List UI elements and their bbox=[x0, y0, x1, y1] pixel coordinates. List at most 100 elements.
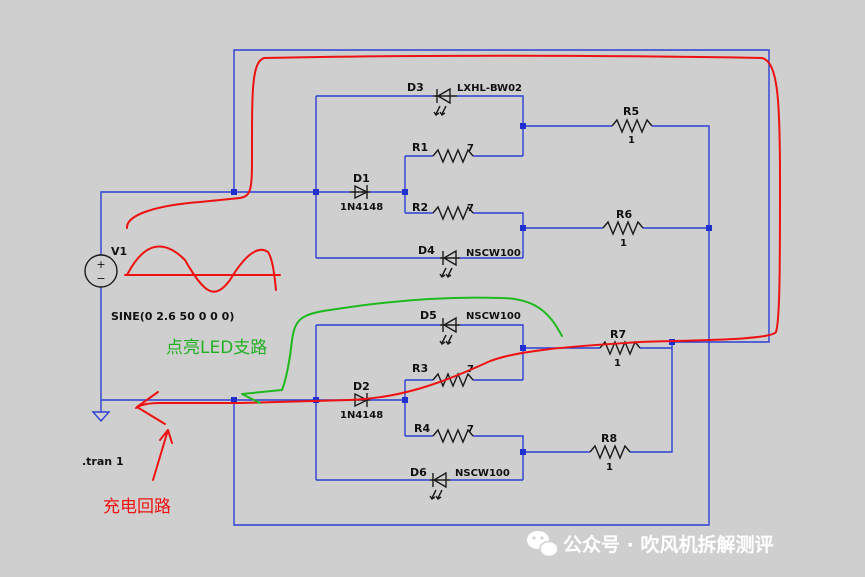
led-emission-icon bbox=[429, 489, 443, 500]
tran-directive: .tran 1 bbox=[82, 455, 124, 468]
led-branch-path bbox=[241, 296, 563, 404]
junction bbox=[231, 189, 237, 195]
led-emission-icon bbox=[433, 105, 447, 116]
led-d6[interactable]: D6 NSCW100 bbox=[410, 466, 510, 500]
source-minus: − bbox=[96, 272, 105, 285]
wire-r2-branch bbox=[405, 212, 524, 258]
resistor-r7[interactable]: R7 1 bbox=[599, 328, 641, 369]
watermark: 公众号 · 吹风机拆解测评 bbox=[527, 531, 773, 558]
resistor-zigzag bbox=[432, 372, 474, 388]
resistor-value: 7 bbox=[467, 143, 474, 154]
watermark-text: 公众号 · 吹风机拆解测评 bbox=[563, 533, 773, 556]
wire-d3-branch bbox=[316, 95, 524, 156]
led-name: D6 bbox=[410, 466, 427, 479]
charge-pointer-arrow bbox=[152, 429, 173, 481]
wire-source-top bbox=[100, 191, 316, 255]
source-circle bbox=[84, 254, 118, 288]
wire-top-frame bbox=[233, 49, 770, 343]
resistor-name: R5 bbox=[623, 105, 639, 118]
resistor-name: R2 bbox=[412, 201, 428, 214]
junction bbox=[706, 225, 712, 231]
charge-loop-label: 充电回路 bbox=[103, 497, 171, 517]
diode-d2[interactable]: D2 1N4148 bbox=[340, 380, 383, 421]
led-d3[interactable]: D3 LXHL-BW02 bbox=[407, 81, 522, 116]
led-symbol bbox=[440, 316, 460, 334]
junction bbox=[402, 189, 408, 195]
resistor-name: R4 bbox=[414, 422, 430, 435]
resistor-value: 7 bbox=[467, 203, 474, 214]
resistor-name: R1 bbox=[412, 141, 428, 154]
wire-r1-branch bbox=[404, 155, 523, 213]
resistor-r8[interactable]: R8 1 bbox=[589, 432, 631, 473]
wire-r8-branch bbox=[523, 342, 673, 453]
resistor-zigzag bbox=[432, 148, 474, 164]
led-emission-icon bbox=[439, 334, 453, 345]
resistor-value: 1 bbox=[614, 358, 621, 369]
diode-symbol bbox=[350, 184, 370, 200]
junction bbox=[520, 225, 526, 231]
resistor-zigzag bbox=[611, 118, 653, 134]
resistor-zigzag bbox=[432, 205, 474, 221]
led-symbol bbox=[430, 471, 450, 489]
led-symbol bbox=[440, 249, 460, 267]
junction bbox=[313, 189, 319, 195]
resistor-value: 1 bbox=[628, 135, 635, 146]
resistor-value: 1 bbox=[606, 462, 613, 473]
source-name: V1 bbox=[111, 245, 127, 258]
source-plus: + bbox=[96, 258, 105, 271]
resistor-zigzag bbox=[602, 220, 644, 236]
diode-model: 1N4148 bbox=[340, 202, 383, 213]
resistor-zigzag bbox=[589, 444, 631, 460]
led-d5[interactable]: D5 NSCW100 bbox=[420, 309, 521, 345]
resistor-name: R8 bbox=[601, 432, 617, 445]
led-model: NSCW100 bbox=[466, 311, 521, 322]
led-name: D3 bbox=[407, 81, 424, 94]
led-d4[interactable]: D4 NSCW100 bbox=[418, 244, 521, 278]
led-emission-icon bbox=[439, 267, 453, 278]
wire-r4-branch bbox=[405, 435, 524, 480]
resistor-zigzag bbox=[599, 340, 641, 356]
resistor-r1[interactable]: R1 7 bbox=[412, 141, 474, 164]
led-symbol bbox=[433, 87, 457, 105]
resistor-r5[interactable]: R5 1 bbox=[611, 105, 653, 146]
junction bbox=[402, 397, 408, 403]
charge-arrow-head bbox=[136, 391, 166, 425]
junction bbox=[520, 345, 526, 351]
led-name: D4 bbox=[418, 244, 435, 257]
led-model: NSCW100 bbox=[466, 248, 521, 259]
diode-model: 1N4148 bbox=[340, 410, 383, 421]
resistor-r4[interactable]: R4 7 bbox=[414, 422, 474, 444]
resistor-r3[interactable]: R3 7 bbox=[412, 362, 474, 388]
wire-d5-branch bbox=[316, 324, 524, 380]
wire-bottom-frame bbox=[233, 228, 710, 526]
diode-d1[interactable]: D1 1N4148 bbox=[340, 172, 383, 213]
source-value: SINE(0 2.6 50 0 0 0) bbox=[111, 310, 234, 323]
voltage-source-v1[interactable]: + − V1 SINE(0 2.6 50 0 0 0) bbox=[84, 245, 234, 323]
junction bbox=[520, 123, 526, 129]
charge-loop-path bbox=[125, 54, 781, 409]
led-model: NSCW100 bbox=[455, 468, 510, 479]
diode-name: D1 bbox=[353, 172, 370, 185]
wires bbox=[100, 49, 770, 526]
wechat-icon bbox=[527, 531, 559, 558]
resistor-name: R7 bbox=[610, 328, 626, 341]
resistor-value: 1 bbox=[620, 238, 627, 249]
resistor-r6[interactable]: R6 1 bbox=[602, 208, 644, 249]
ground-symbol bbox=[91, 411, 111, 423]
junction bbox=[231, 397, 237, 403]
sine-sketch bbox=[126, 245, 277, 293]
wire-r5-branch bbox=[523, 125, 710, 228]
junctions bbox=[231, 123, 712, 455]
resistor-name: R6 bbox=[616, 208, 632, 221]
resistor-name: R3 bbox=[412, 362, 428, 375]
led-branch-label: 点亮LED支路 bbox=[166, 338, 267, 358]
diode-name: D2 bbox=[353, 380, 370, 393]
resistor-value: 7 bbox=[467, 424, 474, 435]
led-name: D5 bbox=[420, 309, 437, 322]
led-model: LXHL-BW02 bbox=[457, 83, 522, 94]
wire-r3-branch bbox=[404, 379, 523, 436]
resistor-zigzag bbox=[432, 428, 474, 444]
junction bbox=[520, 449, 526, 455]
resistor-r2[interactable]: R2 7 bbox=[412, 201, 474, 221]
